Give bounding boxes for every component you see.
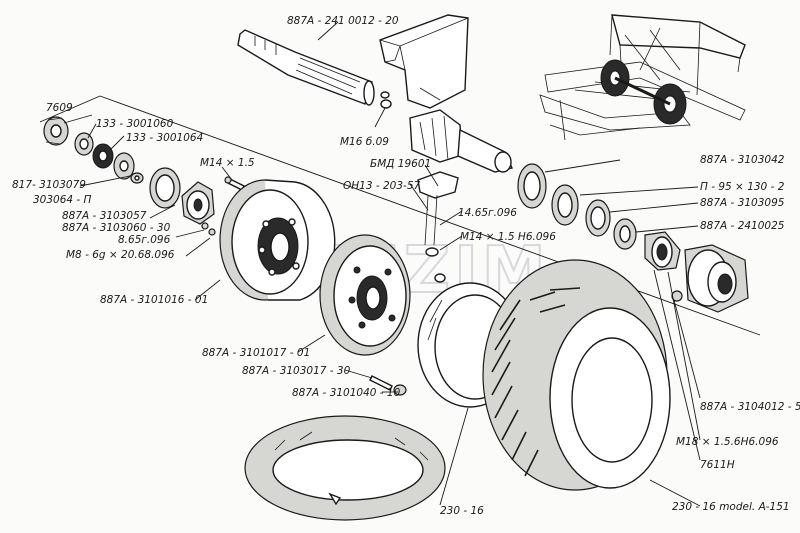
label-seal-133a: 133 - 3001060 [96, 118, 174, 130]
label-m8: М8 - 6g × 20.68.096 [66, 249, 175, 261]
brake-drum-drawing [219, 179, 336, 301]
label-817: 817- 3103079 [12, 179, 86, 191]
small-nut-icon [130, 172, 144, 184]
label-303064: 303064 - П [33, 194, 92, 206]
label-887-3103017: 887А - 3103017 - 30 [242, 365, 351, 377]
bolt-m14-icon [224, 176, 245, 191]
label-887-3103095: 887А - 3103095 [700, 197, 785, 209]
seal-ring-3-icon [113, 152, 135, 180]
label-887-3101017: 887А - 3101017 - 01 [202, 347, 310, 359]
small-bolt-icon [201, 222, 216, 236]
wheel-stud-icon [369, 375, 393, 391]
wheel-disc-drawing [319, 234, 411, 356]
bearing-7611-icon [644, 231, 681, 271]
seal-ring-2-icon [92, 143, 114, 169]
inner-tube-drawing [244, 415, 446, 521]
label-nut-m14: М14 × 1.5 Н6.096 [460, 231, 556, 243]
label-bolt-14: 14.65г.096 [458, 207, 517, 219]
bolt-m16-icon [380, 91, 392, 109]
label-887-3101040: 887А - 3101040 - 10 [292, 387, 401, 399]
assembly-axis [39, 95, 761, 336]
label-887-2410025: 887А - 2410025 [700, 220, 785, 232]
clamp-bracket-drawing [417, 171, 459, 283]
label-seal-133b: 133 - 3001064 [126, 132, 203, 144]
bearing-seal-icon [551, 184, 579, 226]
label-887-3101016: 887А - 3101016 - 01 [100, 294, 208, 306]
label-230-16-model: 230 - 16 model. А-151 [672, 501, 790, 513]
tyre-drawing [482, 259, 671, 491]
label-887-3103042: 887А - 3103042 [700, 154, 785, 166]
spacer-ring-icon [585, 199, 611, 237]
wheel-hub-icon [684, 244, 749, 313]
hub-nut-icon [671, 290, 683, 302]
label-887-3104012: 887А - 3104012 - 52 [700, 401, 800, 413]
lock-washer-icon [149, 167, 181, 209]
leader-lines [63, 21, 701, 507]
label-bolt-m16: М16 б.09 [340, 136, 389, 148]
spindle-drawing [409, 109, 513, 173]
label-m14x15: М14 × 1.5 [200, 157, 255, 169]
label-230-16: 230 - 16 [440, 505, 484, 517]
spring-bracket-drawing [379, 14, 469, 109]
label-887-3103057: 887А - 3103057 [62, 210, 147, 222]
part-labels: 887А - 241 0012 - 20 М16 б.09 БМД 19601 … [12, 15, 800, 517]
label-7611: 7611Н [700, 459, 735, 471]
label-seal-95: П - 95 × 130 - 2 [700, 181, 785, 193]
label-bearing-7609: 7609 [46, 102, 73, 114]
label-8-65: 8.65г.096 [118, 234, 171, 246]
hub-cap-icon [181, 181, 215, 225]
bearing-7609-icon [43, 116, 69, 146]
label-axle: 887А - 241 0012 - 20 [287, 15, 399, 27]
inner-bearing-icon [613, 218, 637, 250]
label-m18: М18 × 1.5.6Н6.096 [676, 436, 779, 448]
outer-seal-icon [517, 163, 547, 209]
label-bmd: БМД 19601 [370, 158, 431, 170]
axle-shaft-drawing [237, 29, 375, 106]
trailer-frame-sketch [539, 14, 746, 141]
seal-ring-1-icon [74, 132, 94, 156]
wheel-nut-icon [393, 384, 407, 396]
label-887-3103060: 887А - 3103060 - 30 [62, 222, 171, 234]
label-oh13: ОН13 - 203-57 [343, 180, 420, 192]
